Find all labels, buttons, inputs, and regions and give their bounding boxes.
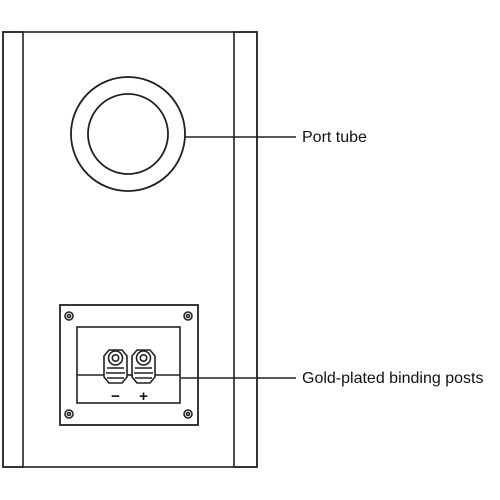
port-tube-label: Port tube	[302, 129, 367, 146]
port-tube-inner-ring	[87, 93, 169, 175]
binding-post-positive	[131, 349, 156, 384]
left-side-trim	[2, 31, 24, 468]
terminal-plate-inner	[76, 326, 181, 404]
plate-screw-bottom-left	[64, 409, 74, 419]
plate-screw-top-right	[183, 311, 193, 321]
terminal-plate-outer	[59, 304, 199, 426]
negative-terminal-mark: −	[111, 388, 120, 405]
plate-screw-top-left	[64, 311, 74, 321]
plate-screw-inner-top-right	[185, 313, 191, 319]
plate-screw-inner-bottom-right	[185, 411, 191, 417]
port-tube-outer-ring	[70, 76, 186, 192]
binding-post-negative	[103, 349, 128, 384]
plate-screw-inner-top-left	[66, 313, 72, 319]
positive-terminal-mark: +	[139, 388, 148, 405]
cabinet-outline	[2, 31, 258, 468]
plate-screw-bottom-right	[183, 409, 193, 419]
right-side-trim	[233, 31, 258, 468]
plate-screw-inner-bottom-left	[66, 411, 72, 417]
binding-posts-label: Gold-plated binding posts	[302, 370, 484, 387]
